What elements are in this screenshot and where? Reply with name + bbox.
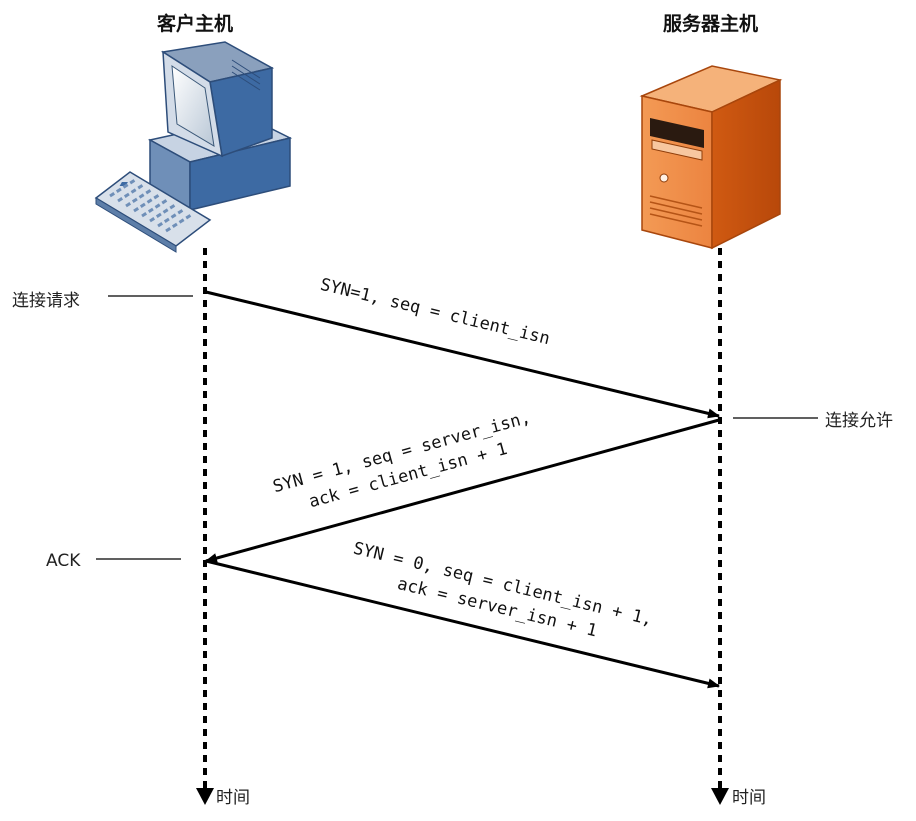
client-time-arrowhead: [196, 788, 214, 805]
message-arrow-2: [205, 418, 720, 563]
message-arrow-1: [205, 290, 720, 419]
server-tower-icon: [639, 65, 783, 250]
server-title: 服务器主机: [663, 13, 759, 35]
desktop-computer-icon: [94, 41, 293, 253]
message-arrow-3: [205, 559, 720, 689]
connect-request-label: 连接请求: [12, 291, 80, 311]
connect-allow-label: 连接允许: [825, 411, 893, 431]
server-time-label: 时间: [732, 788, 766, 808]
server-time-arrowhead: [711, 788, 729, 805]
client-title: 客户主机: [157, 13, 234, 35]
ack-label: ACK: [46, 551, 81, 571]
client-time-label: 时间: [216, 788, 250, 808]
